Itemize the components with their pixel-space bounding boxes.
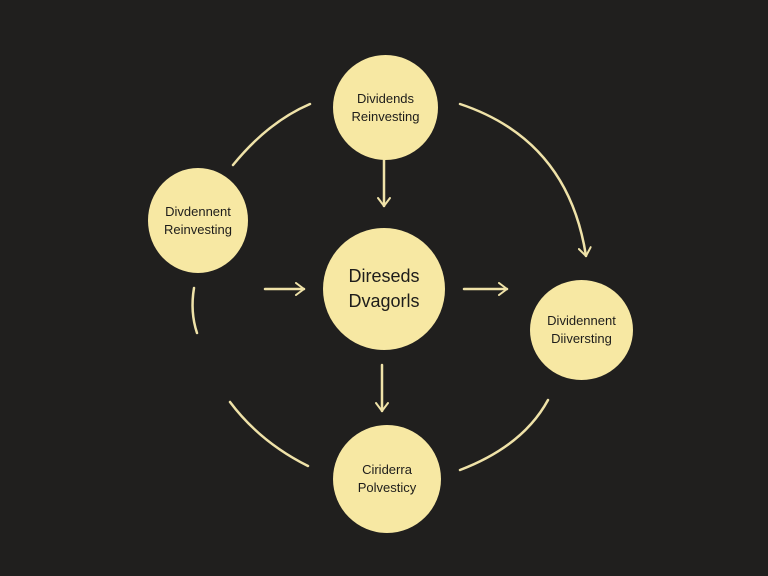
node-label-line2: Polvesticy <box>357 480 417 495</box>
node-label-line2: Dvagorls <box>348 291 420 311</box>
node-label-line1: Dividends <box>356 90 415 106</box>
node-label-line1: Divdennent <box>165 203 231 219</box>
arc-bottom-left <box>228 400 310 468</box>
arc-top-right <box>458 102 592 258</box>
node-center-direseds-dvagorls: Direseds Dvagorls <box>323 228 445 350</box>
node-label-line2: Reinvesting <box>351 108 420 124</box>
node-label-line1: Dividennent <box>547 313 616 329</box>
node-dividennent-diiversting: Dividennent Diiversting <box>530 280 633 380</box>
node-ciriderra-polvesticy: Ciriderra Polvesticy <box>333 425 441 533</box>
node-label-line2: Diiversting <box>551 331 612 346</box>
node-dividends-reinvesting: Dividends Reinvesting <box>333 55 438 160</box>
node-label-line2: Reinvesting <box>164 221 232 237</box>
node-label-line1: Direseds <box>348 265 420 286</box>
arc-left <box>191 286 199 335</box>
arc-top-left <box>231 102 312 167</box>
node-divdennent-reinvesting: Divdennent Reinvesting <box>148 168 248 273</box>
arc-bottom-right <box>458 398 550 472</box>
node-label-line1: Ciriderra <box>362 462 412 478</box>
